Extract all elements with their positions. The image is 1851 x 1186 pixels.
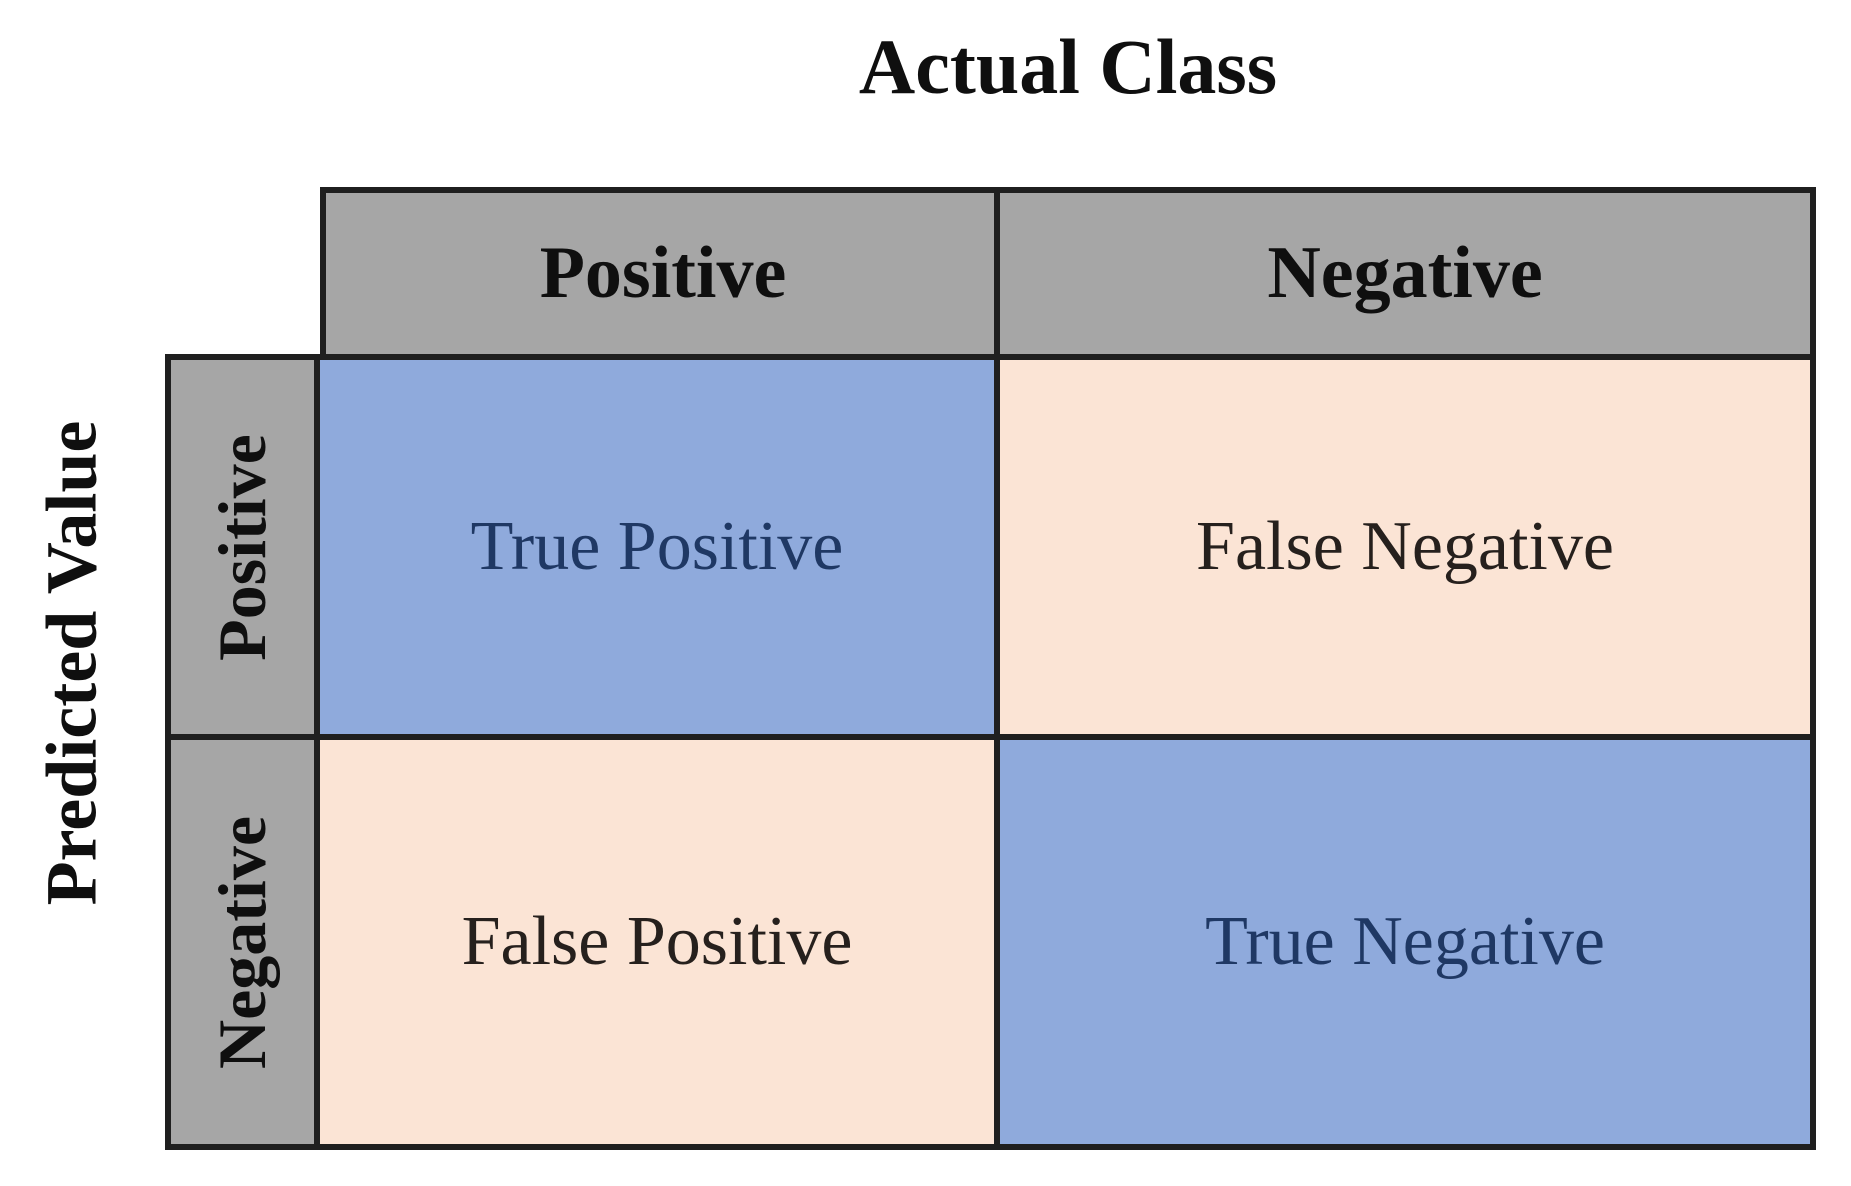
cell-true-positive: True Positive xyxy=(314,354,1000,740)
row-header-positive-label: Positive xyxy=(204,433,280,661)
cell-false-positive-label: False Positive xyxy=(461,903,853,980)
cell-true-positive-label: True Positive xyxy=(470,508,844,585)
predicted-value-axis-label: Predicted Value xyxy=(31,420,112,906)
cell-true-negative: True Negative xyxy=(994,734,1816,1150)
cell-false-negative: False Negative xyxy=(994,354,1816,740)
column-header-positive-label: Positive xyxy=(539,232,787,314)
actual-class-title: Actual Class xyxy=(858,23,1278,110)
row-header-positive: Positive xyxy=(165,354,320,740)
cell-false-positive: False Positive xyxy=(314,734,1000,1150)
cell-false-negative-label: False Negative xyxy=(1196,508,1614,585)
column-header-positive: Positive xyxy=(320,187,1006,360)
row-header-negative: Negative xyxy=(165,734,320,1150)
cell-true-negative-label: True Negative xyxy=(1205,903,1605,980)
column-header-negative: Negative xyxy=(994,187,1816,360)
column-header-negative-label: Negative xyxy=(1267,232,1543,314)
row-header-negative-label: Negative xyxy=(204,815,281,1069)
